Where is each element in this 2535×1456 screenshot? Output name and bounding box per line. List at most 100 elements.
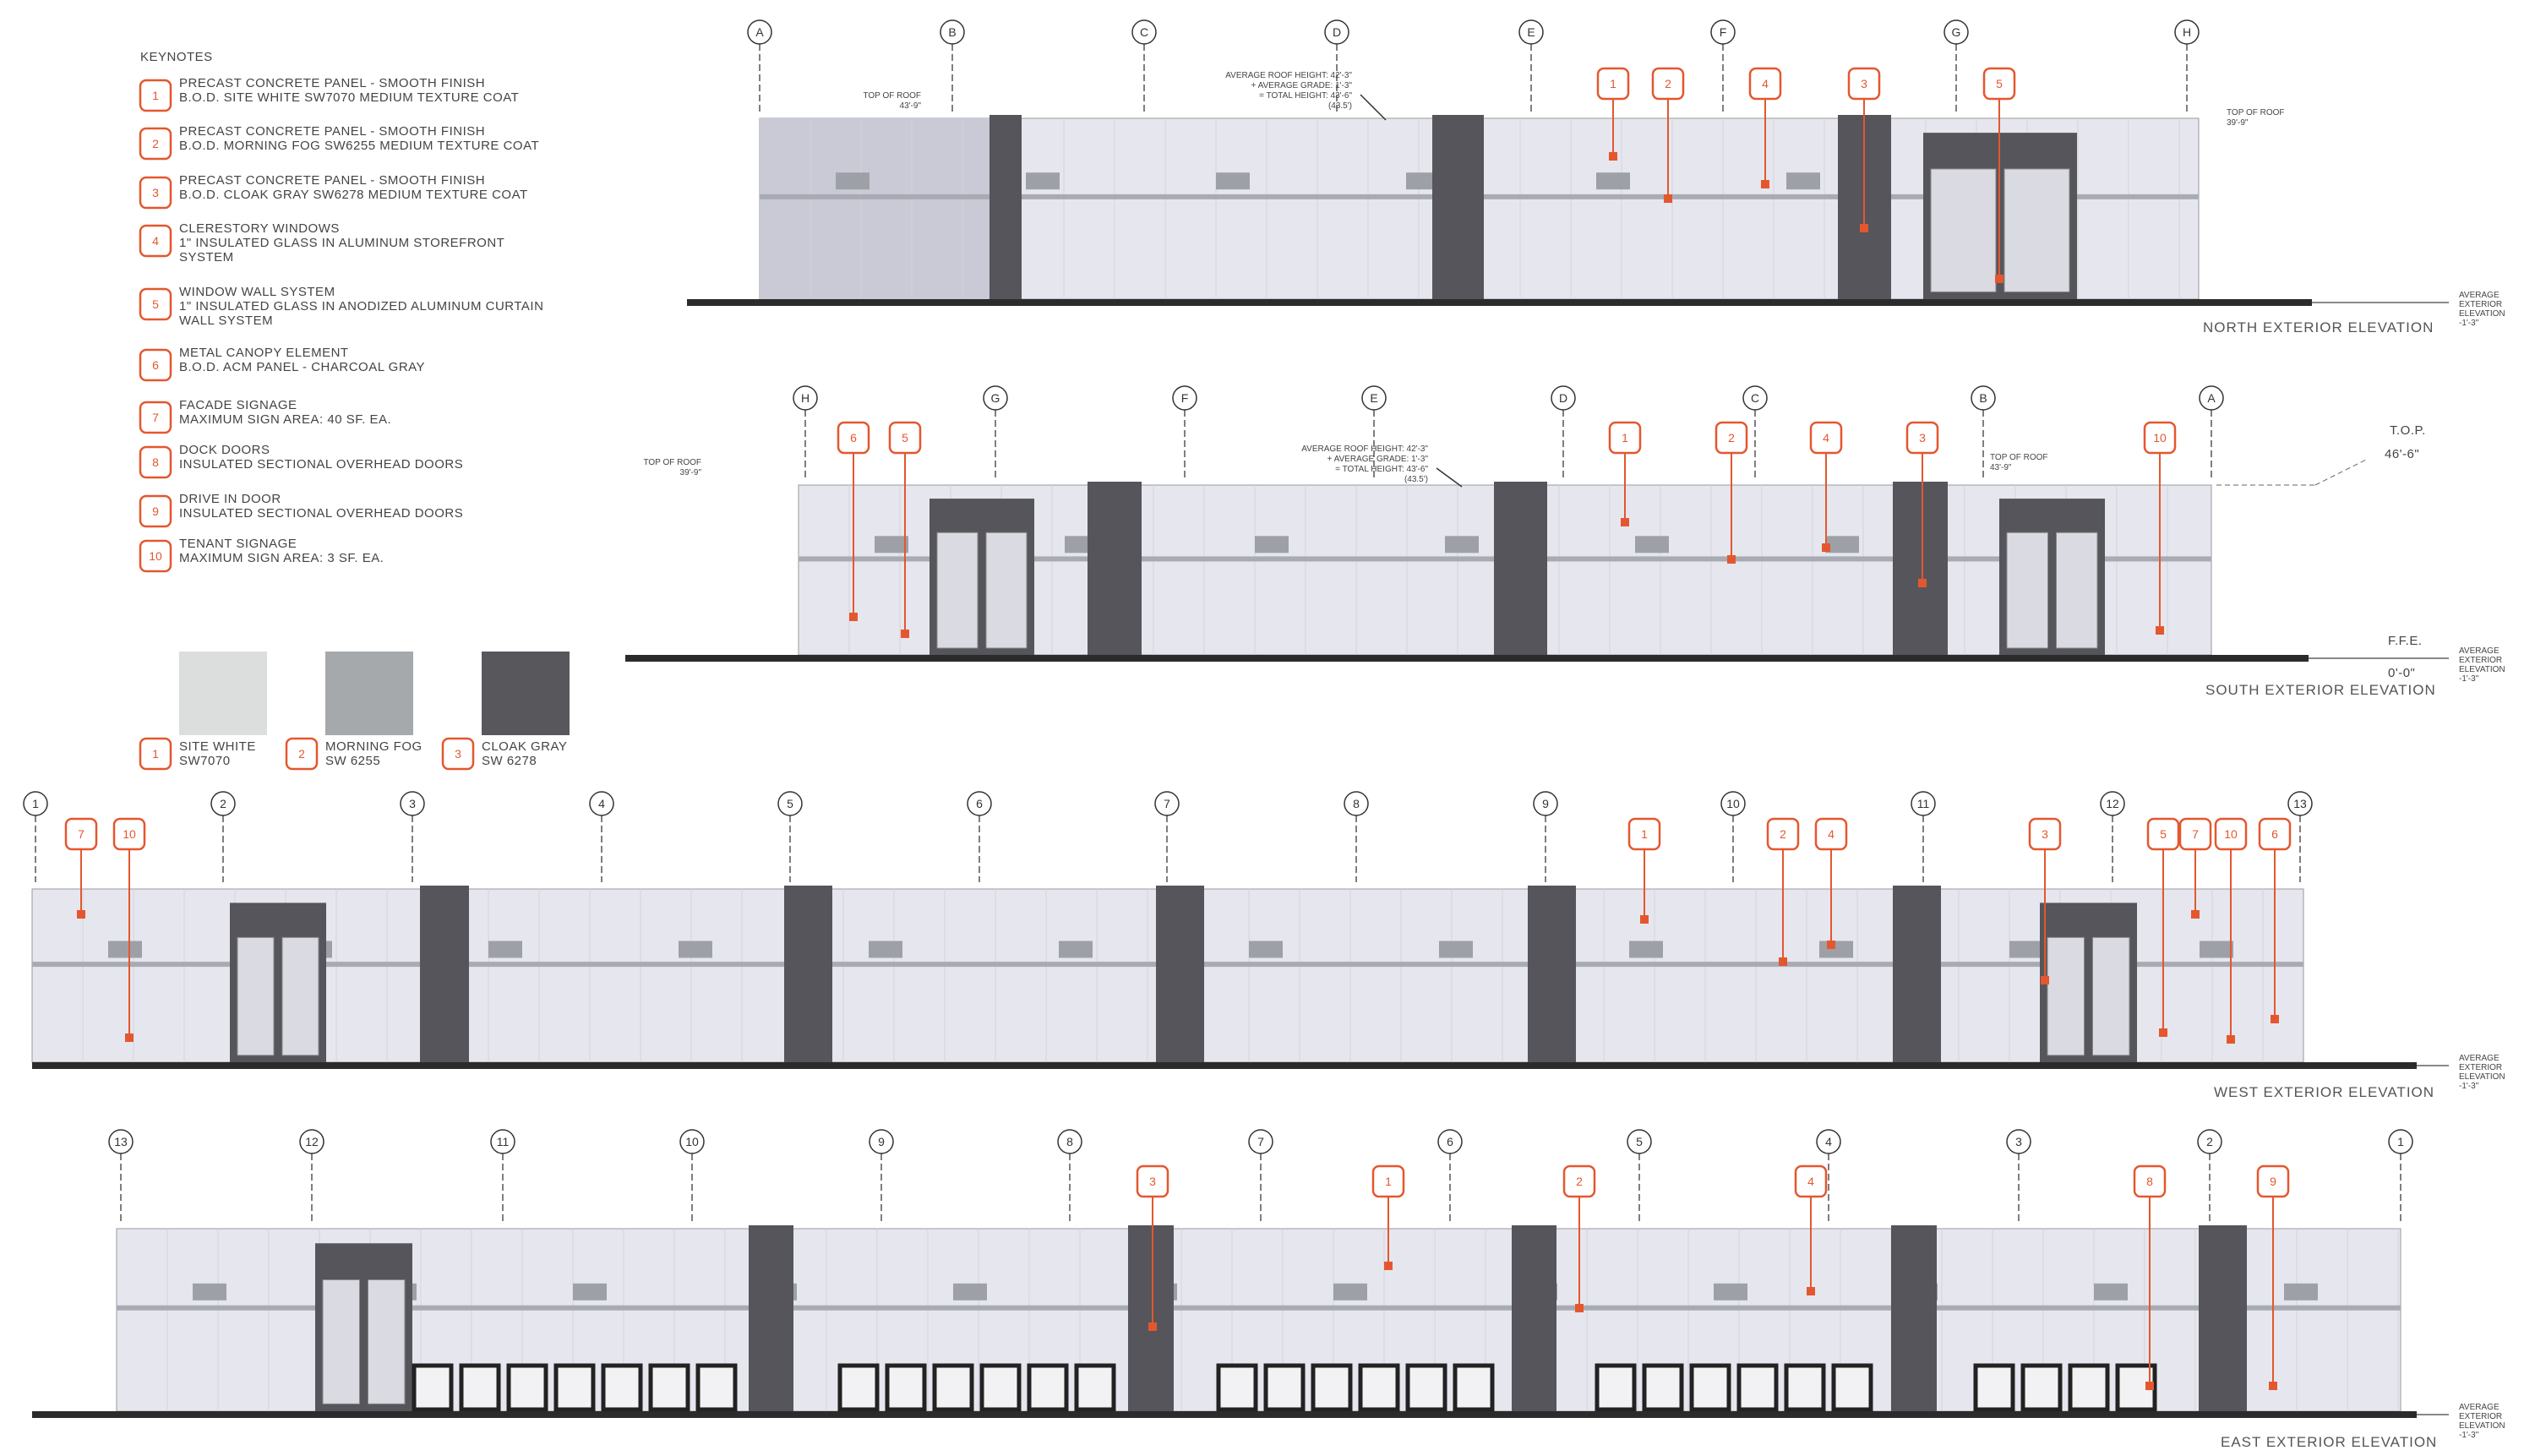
keynote-marker	[1621, 518, 1629, 526]
keynote-tag-number: 9	[2270, 1175, 2276, 1188]
dock-door	[1595, 1363, 1637, 1412]
dock-door	[2020, 1363, 2063, 1412]
keynote-tag-number: 10	[2224, 827, 2238, 841]
keynote-tag-number: 4	[1823, 431, 1829, 444]
grade-label-text: ELEVATION	[2459, 665, 2505, 674]
keynote-marker	[1860, 224, 1868, 232]
grid-label: 8	[1353, 797, 1360, 810]
dock-door	[1831, 1363, 1873, 1412]
keynote-text: FACADE SIGNAGE	[179, 398, 297, 412]
keynote-text: INSULATED SECTIONAL OVERHEAD DOORS	[179, 457, 463, 472]
grid-line-marker: 9	[1533, 791, 1558, 882]
grid-bubble	[1742, 385, 1768, 411]
grid-label: G	[991, 391, 1000, 405]
grid-line-marker: B	[940, 19, 965, 112]
keynote-marker	[2156, 626, 2164, 635]
dock-door	[885, 1363, 927, 1412]
grid-bubble	[2006, 1129, 2031, 1154]
grid-bubble	[1720, 791, 1746, 816]
keynote-tag: 4	[1748, 67, 1782, 188]
grid-label: 2	[2206, 1135, 2213, 1148]
grid-bubble	[2174, 19, 2200, 45]
dock-door	[1689, 1363, 1731, 1412]
clerestory-window	[108, 941, 142, 958]
keynote-tag-number: 7	[78, 827, 84, 841]
dock-door	[1784, 1363, 1826, 1412]
swatch-color	[482, 652, 570, 735]
keynote-tag-box	[1814, 817, 1848, 851]
dock-door	[1453, 1363, 1495, 1412]
grid-label: 1	[2397, 1135, 2404, 1148]
keynote-tag: 1	[139, 737, 172, 771]
accent-pier	[1432, 115, 1484, 299]
grid-bubble	[967, 791, 992, 816]
keynote-text: B.O.D. SITE WHITE SW7070 MEDIUM TEXTURE …	[179, 90, 519, 105]
keynote-tag: 1	[1608, 421, 1642, 526]
grid-line-marker: F	[1172, 385, 1197, 478]
clerestory-window	[1786, 172, 1820, 190]
keynote-tag-box	[139, 737, 172, 771]
keynote-marker	[1148, 1322, 1157, 1331]
keynote-text: B.O.D. MORNING FOG SW6255 MEDIUM TEXTURE…	[179, 139, 539, 153]
dock-door	[932, 1363, 974, 1412]
curtain-wall-window	[985, 532, 1028, 649]
top-of-roof-note: 39'-9"	[680, 468, 702, 477]
keynote-marker	[1384, 1262, 1393, 1270]
roof-height-note: (43.5')	[1328, 101, 1352, 111]
grid-bubble	[777, 791, 803, 816]
clerestory-window	[1059, 941, 1093, 958]
grid-label: 3	[409, 797, 416, 810]
keynote-tag-number: 4	[1807, 1175, 1814, 1188]
elevation-title: NORTH EXTERIOR ELEVATION	[2203, 319, 2434, 335]
grid-label: 5	[1636, 1135, 1643, 1148]
grid-bubble	[2287, 791, 2313, 816]
keynote-tag-number: 1	[1385, 1175, 1392, 1188]
clerestory-window	[869, 941, 902, 958]
grid-line-marker: 5	[1627, 1129, 1652, 1222]
keynote-text: INSULATED SECTIONAL OVERHEAD DOORS	[179, 506, 463, 521]
keynote-tag-number: 5	[152, 297, 159, 311]
keynote-marker	[2191, 910, 2200, 919]
grid-label: 2	[220, 797, 226, 810]
clerestory-window	[488, 941, 522, 958]
keynote-tag: 5	[2146, 817, 2180, 1037]
keynote-tag-number: 3	[1919, 431, 1926, 444]
top-of-roof-note: 43'-9"	[900, 101, 922, 111]
grid-label: B	[948, 25, 956, 39]
grid-line-marker: E	[1361, 385, 1387, 478]
keynote-tag: 7	[64, 817, 98, 919]
grid-bubble	[1248, 1129, 1273, 1154]
keynote-tag-number: 1	[1622, 431, 1628, 444]
clerestory-window	[2284, 1283, 2318, 1301]
keynote-tag-box	[139, 539, 172, 573]
curtain-wall-window	[322, 1279, 360, 1404]
clerestory-window	[1445, 536, 1479, 553]
grade-label-text: EXTERIOR	[2459, 1412, 2502, 1421]
keynote-tag-number: 2	[1780, 827, 1786, 841]
clerestory-window	[1216, 172, 1250, 190]
keynote-tag-box	[2256, 1164, 2290, 1198]
keynote-text: PRECAST CONCRETE PANEL - SMOOTH FINISH	[179, 124, 485, 139]
grid-line-marker: B	[1971, 385, 1996, 478]
grid-line-marker: 11	[490, 1129, 515, 1222]
keynote-marker	[1807, 1287, 1815, 1295]
keynote-tag-box	[1982, 67, 2016, 101]
grid-line-marker: 8	[1057, 1129, 1082, 1222]
grid-label: H	[801, 391, 810, 405]
keynote-tag: 3	[1136, 1164, 1169, 1331]
keynote-tag-number: 4	[152, 234, 159, 248]
keynote-tag-box	[1562, 1164, 1596, 1198]
grid-label: A	[755, 25, 764, 39]
keynote-tag-box	[1794, 1164, 1828, 1198]
roof-height-note: AVERAGE ROOF HEIGHT: 42'-3"	[1225, 71, 1352, 80]
keynote-marker	[2227, 1035, 2235, 1044]
ffe-label: F.F.E.	[2388, 634, 2423, 648]
grid-bubble	[108, 1129, 134, 1154]
keynote-tag: 6	[837, 421, 870, 621]
